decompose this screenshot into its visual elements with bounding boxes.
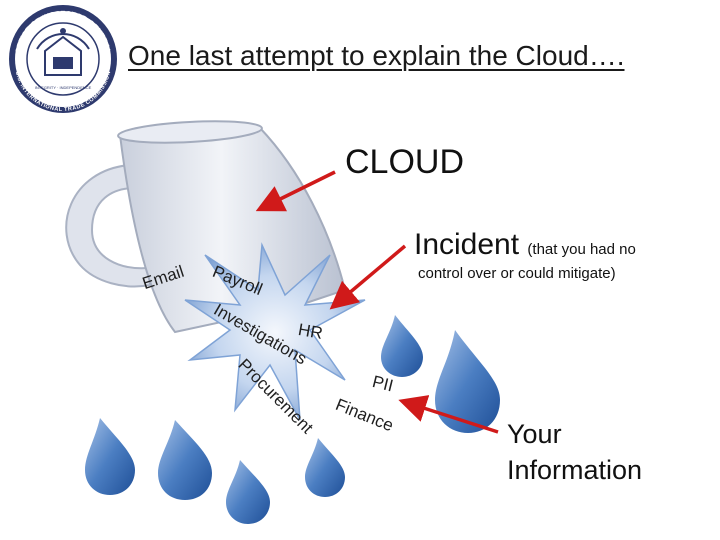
mug-handle	[65, 163, 152, 288]
arrow-cloud	[255, 170, 336, 212]
svg-text:OFFICE OF INSPECTOR GENERAL: OFFICE OF INSPECTOR GENERAL	[13, 9, 112, 55]
incident-title: Incident	[414, 228, 520, 261]
mug-rim	[117, 120, 263, 144]
oig-seal	[9, 5, 117, 113]
mug	[65, 120, 347, 334]
arrow-information	[398, 395, 499, 434]
cloud-label: CLOUD	[345, 143, 465, 181]
svg-text:U.S. INTERNATIONAL TRADE COMMI: U.S. INTERNATIONAL TRADE COMMISSION	[14, 71, 112, 113]
drop-icon	[158, 420, 212, 500]
seal-top-text: OFFICE OF INSPECTOR GENERAL	[13, 9, 112, 55]
mug-body	[118, 126, 347, 334]
splash-star	[184, 242, 366, 421]
splash-word-hr: HR	[296, 320, 325, 343]
seal-inner-text: INTEGRITY · INDEPENDENCE	[35, 85, 92, 90]
your-information-line-2: Information	[507, 455, 643, 485]
incident-note-2: control over or could mitigate)	[418, 265, 616, 282]
drop-icon	[381, 315, 423, 377]
arrows	[255, 170, 499, 434]
your-information-line-1: Your	[507, 419, 562, 449]
drop-icon	[435, 330, 500, 433]
arrow-incident	[329, 244, 407, 310]
your-information-label: Your Information	[507, 416, 642, 488]
drops	[85, 315, 500, 524]
drop-icon	[226, 460, 270, 524]
incident-note-1: (that you had no	[527, 241, 636, 258]
page-title: One last attempt to explain the Cloud….	[128, 40, 625, 71]
seal-bottom-text: U.S. INTERNATIONAL TRADE COMMISSION	[14, 71, 112, 113]
incident-label: Incident (that you had no	[414, 228, 636, 262]
drop-icon	[85, 418, 135, 495]
seal-lettering: OFFICE OF INSPECTOR GENERAL U.S. INTERNA…	[13, 9, 112, 113]
drop-icon	[305, 438, 345, 497]
